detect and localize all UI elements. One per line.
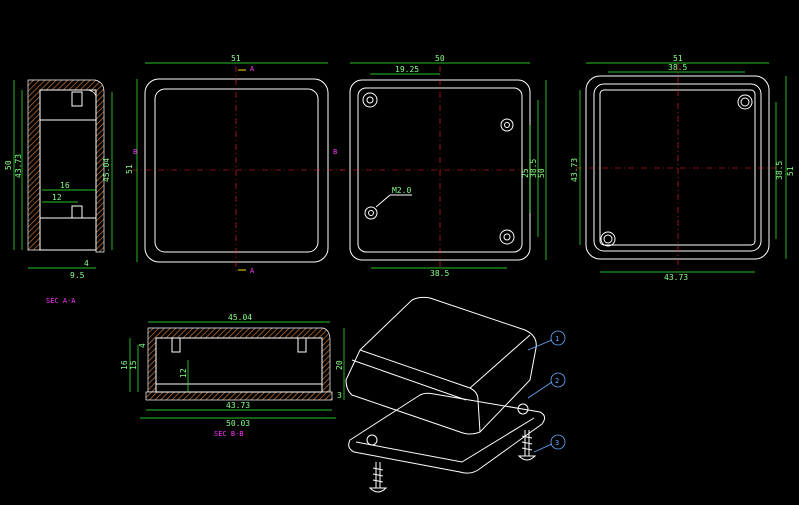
foot-hole-inner-icon [603,234,613,244]
section-b-boss-2 [297,337,307,353]
section-a-boss-2 [71,205,83,219]
dim-4: 4 [84,259,89,268]
dim-51-width: 51 [231,54,241,63]
dim-38-5-bottom: 38.5 [430,269,449,278]
dim-45-04: 45.04 [228,313,252,322]
dim-50-height: 50 [537,168,546,178]
screw-hole-icon [368,210,374,216]
bottom-inner-outline [599,89,756,246]
dim-19-25: 19.25 [395,65,419,74]
dim-15: 15 [129,360,138,370]
plate-hole-icon [366,434,378,446]
inner-view: 50 19.25 38.5 25 38.5 50 M2.0 [340,54,547,278]
screw-hole-icon [503,233,511,241]
screw-icon [368,462,388,493]
screw-boss-icon [362,92,378,108]
callout-2: 2 [555,377,559,385]
bottom-mid-outline [593,83,762,252]
screw-hole-icon [366,96,374,104]
dim-12: 12 [179,368,188,378]
callout-leader [527,339,553,351]
section-a-title: SEC A-A [46,297,76,305]
section-marker-a-bottom: A [250,267,255,275]
dim-43-73: 43.73 [226,401,250,410]
dim-51-height: 51 [125,164,134,174]
dim-43-73-left: 43.73 [570,158,579,182]
screw-boss-icon [499,229,515,245]
enclosure-edge-2 [469,334,531,389]
dim-16: 16 [60,181,70,190]
callout-bubble [550,330,566,346]
dim-38-5-top: 38.5 [668,63,687,72]
enclosure-edge-3 [351,359,467,401]
foot-hole-icon [737,94,753,110]
top-view: 51 51 A A B B [125,54,344,275]
section-a-cavity [39,89,97,251]
dim-50-03: 50.03 [226,419,250,428]
section-a-view: 50 43.73 45.04 16 12 4 9.5 SEC A-A [4,79,113,305]
note-m2: M2.0 [392,186,411,195]
dim-9-5: 9.5 [70,271,85,280]
enclosure-edge [359,349,481,433]
callout-1: 1 [555,335,559,343]
screw-hole-icon [504,122,510,128]
dim-25: 25 [521,168,530,178]
dim-51-right: 51 [786,166,795,176]
callout-bubble [550,434,566,450]
bottom-view: 51 38.5 43.73 43.73 38.5 51 [570,54,795,282]
section-a-boss [71,91,83,107]
section-b-base [145,391,333,401]
section-b-title: SEC B-B [214,430,244,438]
dim-3: 3 [337,391,342,400]
section-b-view: 45.04 4 16 15 12 43.73 50.03 20 3 SEC B-… [120,313,345,438]
base-plate-edge [355,417,535,463]
screw-boss-icon [364,206,378,220]
dim-45-04: 45.04 [102,158,111,182]
foot-hole-icon [600,231,616,247]
top-inner-outline [154,88,319,253]
dim-51-top: 51 [673,54,683,63]
enclosure-box [345,296,537,435]
section-b-cavity [155,337,323,393]
screw-thread-icon [372,467,384,483]
isometric-view: 1 2 3 [345,296,566,493]
dim-38-5-right: 38.5 [775,161,784,180]
dim-12: 12 [52,193,62,202]
dim-50-width: 50 [435,54,445,63]
dim-38-5-side: 38.5 [529,159,538,178]
screw-boss-icon [500,118,514,132]
dim-16: 16 [120,360,129,370]
section-arrow [238,69,246,271]
section-a-wall [27,79,105,253]
base-plate [348,392,546,474]
dim-43-73: 43.73 [14,154,23,178]
callout-bubble [550,372,566,388]
dim-43-73-bottom: 43.73 [664,273,688,282]
dim-4: 4 [138,343,147,348]
callout-3: 3 [555,439,559,447]
screw-thread-icon [521,435,533,451]
dim-50: 50 [4,160,13,170]
leader-line [375,194,391,208]
dim-20: 20 [335,360,344,370]
foot-hole-inner-icon [740,97,750,107]
section-marker-b-right: B [333,148,337,156]
section-b-boss [171,337,181,353]
callout-leader [533,443,553,453]
bottom-outer-outline [585,75,770,260]
section-marker-a-top: A [250,65,255,73]
top-outer-outline [144,78,329,263]
callout-leader [527,381,553,399]
section-marker-b-left: B [133,148,137,156]
plate-hole-icon [517,403,529,415]
